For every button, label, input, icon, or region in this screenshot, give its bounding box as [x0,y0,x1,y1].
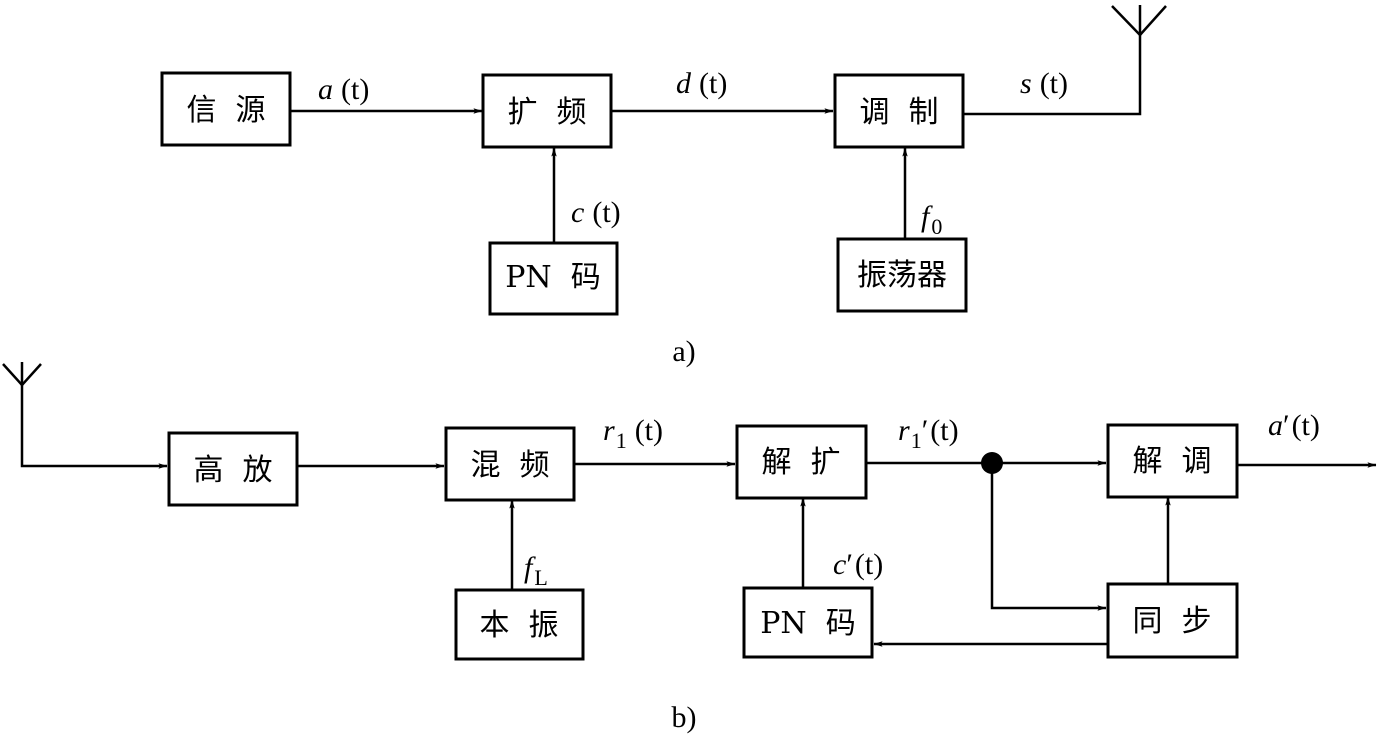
signal-a-sym: a [318,73,333,106]
block-demod-label: 解 调 [1132,444,1211,479]
block-pn-code-b: PN 码 [742,586,874,659]
wire-antenna-to-hfamp [20,385,168,469]
signal-ap-t: a′(t) [1268,409,1320,442]
signal-d-t: d(t) [676,67,727,100]
signal-d-arg: (t) [699,67,727,100]
block-pn-code-b-label: PN 码 [760,606,856,641]
block-sync-label: 同 步 [1132,604,1211,639]
signal-s-sym: s [1020,67,1032,100]
signal-r1p-t: r1′(t) [898,414,959,453]
wire-modulate-to-antenna [963,35,1142,116]
signal-r1p-arg: (t) [930,414,958,447]
signal-f0-sub: 0 [931,214,942,239]
signal-ap-arg: (t) [1292,409,1320,442]
block-sync: 同 步 [1106,582,1239,659]
signal-ap-prime: ′ [1283,409,1290,442]
block-source: 信 源 [160,71,292,147]
signal-r1-t: r1 (t) [603,414,663,453]
signal-r1p-sym: r [898,414,910,447]
tx-antenna-icon [1111,5,1167,36]
signal-c-t: c (t) [571,196,621,229]
rx-antenna-icon [2,362,42,386]
signal-cp-sym: c [833,548,846,581]
diagram-b: 高 放 混 频 解 扩 解 调 本 振 PN 码 同 步 r1(t) r [2,362,1377,734]
block-demod: 解 调 [1106,423,1239,499]
block-mixer-label: 混 频 [470,448,549,483]
block-modulate: 调 制 [833,73,965,149]
signal-s-arg: (t) [1040,67,1068,100]
block-oscillator-label: 振荡器 [857,258,947,293]
block-spread: 扩 频 [481,73,613,149]
signal-r1p-prime: ′ [922,414,929,447]
signal-r1p-sub: 1 [911,428,922,453]
block-despread: 解 扩 [735,424,868,500]
signal-f0: f0 [921,200,942,239]
signal-fl-sub: L [534,565,547,590]
caption-a: a) [672,335,695,368]
signal-r1-sym: r [603,414,615,447]
signal-r1-arg: (t) [635,414,663,447]
signal-cp-t: c′(t) [833,548,883,581]
signal-s-t: s (t) [1020,67,1068,100]
block-pn-code-a: PN 码 [488,241,619,316]
block-oscillator: 振荡器 [836,237,968,313]
signal-r1-sub: 1 [616,428,627,453]
signal-a-t: a (t) [318,73,369,106]
signal-a-arg: (t) [341,73,369,106]
signal-c-sym: c [571,196,584,229]
signal-cp-prime: ′ [846,548,853,581]
caption-b: b) [672,701,697,734]
signal-cp-arg: (t) [855,548,883,581]
signal-d-sym: d [676,67,692,100]
block-hf-amp-label: 高 放 [193,453,272,488]
block-pn-code-a-label: PN 码 [505,260,601,295]
signal-ap-sym: a [1268,409,1283,442]
block-despread-label: 解 扩 [761,445,840,480]
junction-dot [981,452,1003,474]
signal-fl: fL [524,551,548,590]
block-modulate-label: 调 制 [859,95,938,130]
block-mixer: 混 频 [444,426,576,502]
block-source-label: 信 源 [186,93,265,128]
signal-c-arg: (t) [592,196,620,229]
block-spread-label: 扩 频 [507,95,586,130]
block-local-osc-label: 本 振 [479,608,558,643]
wire-node-to-sync [990,463,1107,611]
block-local-osc: 本 振 [454,588,585,661]
diagram-a: 信 源 扩 频 调 制 PN 码 振荡器 a(t) d(t) s(t) c(t)… [160,5,1167,368]
block-hf-amp: 高 放 [167,431,299,507]
